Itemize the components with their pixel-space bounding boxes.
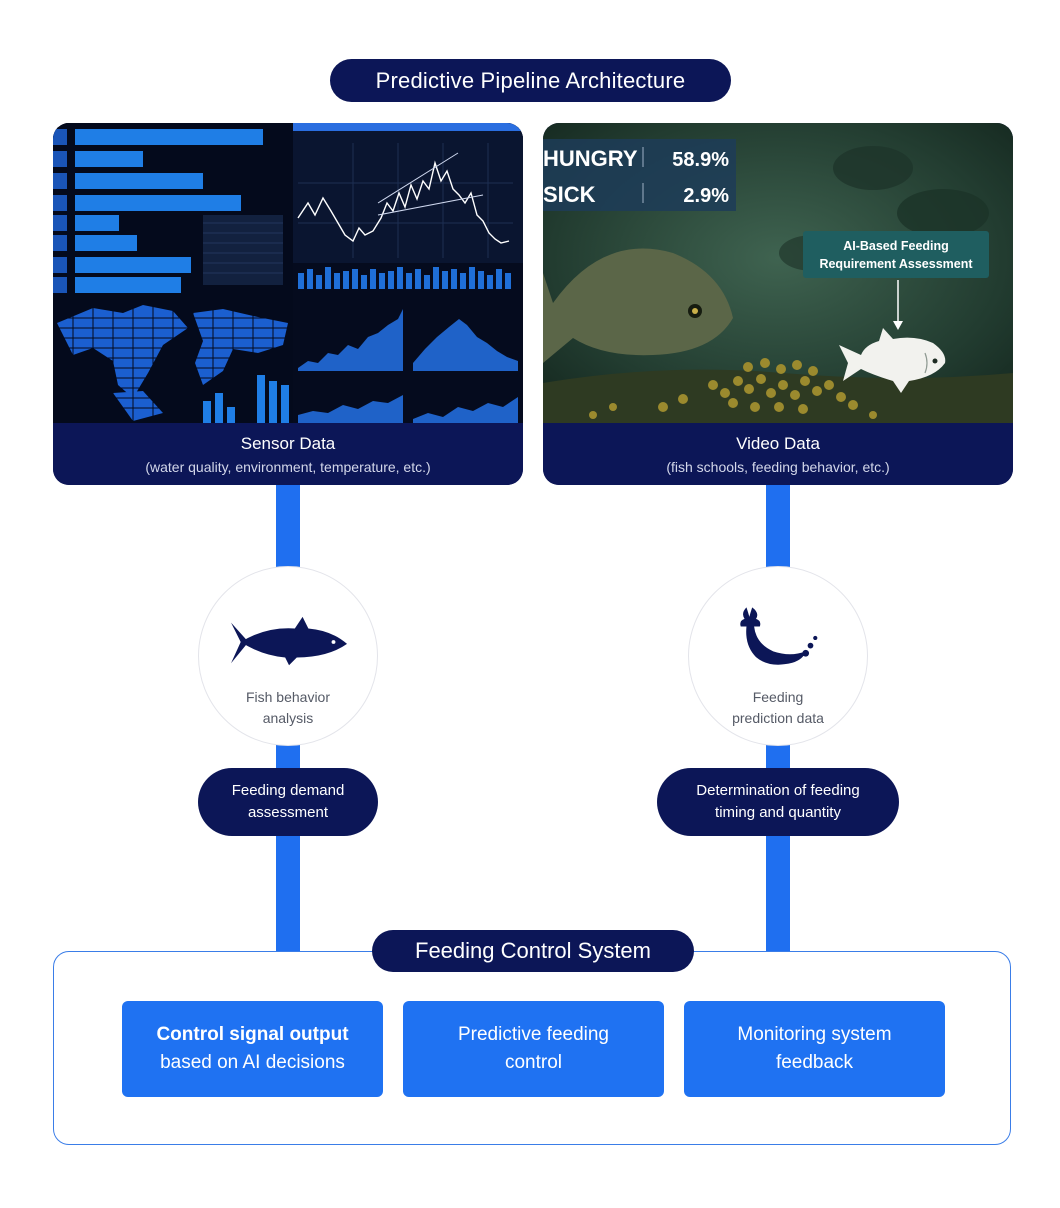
fish-behavior-label-line2: analysis (262, 710, 314, 726)
fish-icon (839, 328, 946, 393)
tuna-fish-icon (231, 616, 348, 666)
feeding-timing-line1: Determination of feeding (696, 782, 860, 799)
sick-value: 2.9% (683, 185, 729, 207)
underwater-fish-image: HUNGRY 58.9% SICK 2.9% AI-Based Feeding … (543, 123, 1013, 423)
control-signal-line1: Control signal output (156, 1024, 349, 1045)
hungry-value: 58.9% (672, 149, 729, 171)
monitoring-feedback-line1: Monitoring system (737, 1024, 892, 1045)
feeding-prediction-node: Feeding prediction data (688, 566, 868, 746)
predictive-feeding-line2: control (504, 1052, 563, 1073)
ai-label-line2: Requirement Assessment (819, 257, 973, 271)
feeding-demand-pill: Feeding demand assessment (198, 768, 378, 836)
predictive-feeding-box: Predictive feeding control (403, 1001, 664, 1097)
sensor-data-card: Sensor Data (water quality, environment,… (53, 123, 523, 485)
predictive-feeding-line1: Predictive feeding (457, 1024, 610, 1045)
feeding-demand-line2: assessment (247, 804, 329, 821)
feeding-timing-pill: Determination of feeding timing and quan… (657, 768, 899, 836)
feeding-prediction-label: Feeding prediction data (689, 687, 867, 729)
monitoring-feedback-box: Monitoring system feedback (684, 1001, 945, 1097)
control-signal-line2: based on AI decisions (160, 1052, 345, 1073)
control-signal-box: Control signal output based on AI decisi… (122, 1001, 383, 1097)
feeding-timing-line2: timing and quantity (715, 804, 841, 821)
diagram-title: Predictive Pipeline Architecture (330, 59, 731, 102)
hungry-label: HUNGRY (543, 146, 638, 171)
whale-icon (740, 607, 818, 665)
sensor-dashboard-image (53, 123, 523, 423)
feeding-control-system-title: Feeding Control System (372, 930, 694, 972)
video-data-caption: Video Data (fish schools, feeding behavi… (543, 423, 1013, 485)
ai-label-line1: AI-Based Feeding (843, 239, 949, 253)
video-data-title: Video Data (736, 434, 820, 453)
sensor-data-subtitle: (water quality, environment, temperature… (145, 459, 431, 475)
feeding-prediction-label-line2: prediction data (732, 710, 824, 726)
video-data-subtitle: (fish schools, feeding behavior, etc.) (666, 459, 890, 475)
video-data-card: HUNGRY 58.9% SICK 2.9% AI-Based Feeding … (543, 123, 1013, 485)
sensor-data-caption: Sensor Data (water quality, environment,… (53, 423, 523, 485)
feeding-prediction-label-line1: Feeding (752, 689, 804, 705)
feeding-demand-line1: Feeding demand (231, 782, 345, 799)
monitoring-feedback-line2: feedback (775, 1052, 854, 1073)
sensor-data-title: Sensor Data (240, 434, 336, 453)
fish-behavior-label: Fish behavior analysis (199, 687, 377, 729)
sick-label: SICK (543, 182, 596, 207)
fish-behavior-node: Fish behavior analysis (198, 566, 378, 746)
fish-behavior-label-line1: Fish behavior (245, 689, 331, 705)
